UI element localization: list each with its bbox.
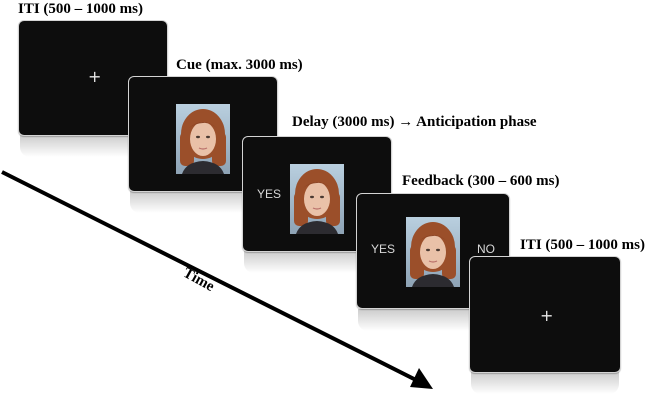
cue-screen <box>128 76 278 192</box>
iti-first-label: ITI (500 – 1000 ms) <box>18 1 144 17</box>
yes-word: YES <box>257 187 282 201</box>
delay-label: Delay (3000 ms) → Anticipation phase <box>292 114 537 130</box>
face-photo-icon <box>290 164 344 234</box>
iti-screen-last: + <box>469 256 621 373</box>
face-photo-icon <box>176 104 230 174</box>
no-word: NO <box>477 242 495 256</box>
time-arrow-head <box>410 368 433 389</box>
time-arrow-shaft <box>1 170 421 384</box>
iti-last-label: ITI (500 – 1000 ms) <box>520 237 646 253</box>
face-photo-icon <box>406 217 460 287</box>
screen-reflection <box>471 372 619 394</box>
screen-reflection <box>130 191 276 213</box>
yes-word: YES <box>371 242 396 256</box>
cue-label: Cue (max. 3000 ms) <box>176 57 303 73</box>
screen-reflection <box>244 251 390 273</box>
fixation-cross: + <box>540 306 554 325</box>
fixation-cross: + <box>88 67 102 86</box>
feedback-label: Feedback (300 – 600 ms) <box>402 173 560 189</box>
